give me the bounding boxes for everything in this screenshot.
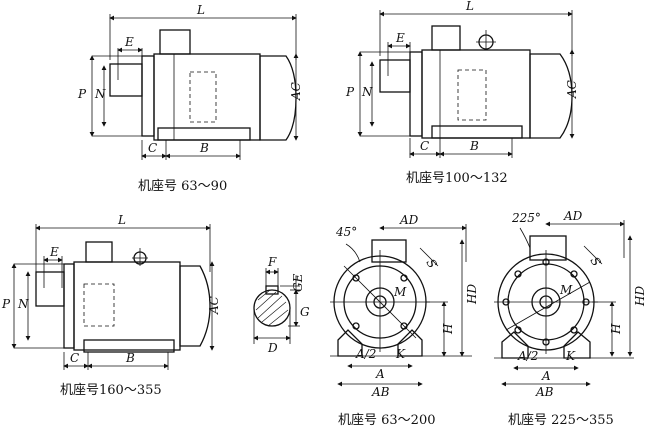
dim-D: D bbox=[267, 341, 278, 355]
dim-N-3: N bbox=[17, 297, 29, 311]
dim-S-2: S bbox=[587, 255, 603, 269]
dim-F: F bbox=[267, 255, 277, 269]
dim-AC: AC bbox=[289, 82, 303, 101]
caption-100-132: 机座号100～132 bbox=[406, 171, 508, 186]
side-view-100-132: L E P N AC C B 机座号100～132 bbox=[345, 0, 579, 186]
dim-HD-2: HD bbox=[633, 286, 647, 307]
dim-L: L bbox=[196, 3, 205, 17]
dim-E-3: E bbox=[49, 245, 59, 259]
dim-A-2: A bbox=[541, 369, 551, 383]
dim-H: H bbox=[441, 323, 455, 335]
dim-L-2: L bbox=[465, 0, 474, 13]
dim-E: E bbox=[124, 35, 134, 49]
dim-angle-45: 45° bbox=[335, 225, 357, 239]
side-view-160-355: L E P N AC C B 机座号160～355 bbox=[1, 213, 221, 398]
dim-C: C bbox=[148, 141, 157, 155]
dim-K: K bbox=[395, 347, 406, 361]
dim-K-2: K bbox=[565, 349, 576, 363]
dim-AB-2: AB bbox=[535, 385, 554, 399]
dim-N: N bbox=[94, 87, 106, 101]
caption-225-355: 机座号 225～355 bbox=[508, 413, 614, 428]
dim-angle-225: 225° bbox=[511, 211, 541, 225]
end-view-225-355: 225° AD S M HD H A/2 K A AB 机座号 225～355 bbox=[494, 209, 647, 428]
dim-E-2: E bbox=[395, 31, 405, 45]
side-view-63-90: L E P N AC C B 机座 bbox=[77, 3, 303, 194]
dim-AD-2: AD bbox=[563, 209, 583, 223]
dim-HD: HD bbox=[465, 284, 479, 305]
dim-C-2: C bbox=[420, 139, 429, 153]
shaft-section-view: F GE G D bbox=[253, 255, 310, 355]
dim-G: G bbox=[300, 305, 310, 319]
dim-A-half-2: A/2 bbox=[517, 349, 538, 363]
caption-63-200: 机座号 63～200 bbox=[338, 413, 436, 428]
dim-GE: GE bbox=[291, 273, 305, 292]
dim-P: P bbox=[77, 87, 87, 101]
dim-L-3: L bbox=[117, 213, 126, 227]
dim-N-2: N bbox=[361, 85, 373, 99]
dim-H-2: H bbox=[609, 323, 623, 335]
end-view-63-200: 45° AD S M HD H A/2 K A AB 机座号 63～200 bbox=[330, 213, 479, 428]
dim-AC-3: AC bbox=[207, 296, 221, 315]
caption-160-355: 机座号160～355 bbox=[60, 383, 162, 398]
dim-M: M bbox=[393, 285, 407, 299]
caption-63-90: 机座号 63～90 bbox=[138, 179, 227, 194]
dim-AC-2: AC bbox=[565, 80, 579, 99]
dim-A-half: A/2 bbox=[355, 347, 376, 361]
dim-B-3: B bbox=[125, 351, 135, 365]
dim-P-3: P bbox=[1, 297, 11, 311]
dim-P-2: P bbox=[345, 85, 355, 99]
dim-AD: AD bbox=[399, 213, 419, 227]
dim-AB: AB bbox=[371, 385, 390, 399]
dim-B: B bbox=[199, 141, 209, 155]
dim-A: A bbox=[375, 367, 385, 381]
dim-C-3: C bbox=[70, 351, 79, 365]
dim-B-2: B bbox=[469, 139, 479, 153]
dim-S: S bbox=[423, 257, 439, 271]
dim-M-2: M bbox=[559, 283, 573, 297]
